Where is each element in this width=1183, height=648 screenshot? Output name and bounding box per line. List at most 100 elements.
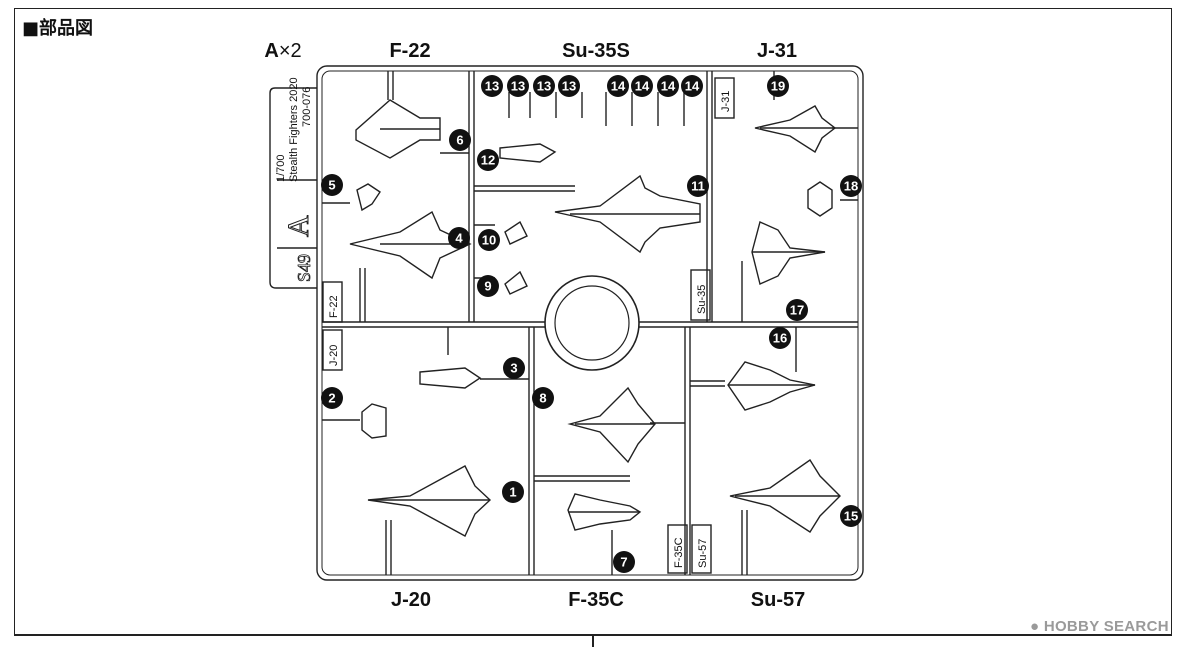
part-number-17: 17 — [786, 299, 808, 321]
svg-text:14: 14 — [685, 79, 700, 94]
part-number-12: 12 — [477, 149, 499, 171]
svg-text:14: 14 — [611, 79, 626, 94]
tab-sub: S49 — [294, 254, 314, 282]
part-number-19: 19 — [767, 75, 789, 97]
label-f35c: F-35C — [568, 589, 624, 611]
part-2-shape — [361, 403, 387, 439]
aircraft-j20 — [367, 465, 492, 537]
label-su35s: Su-35S — [562, 40, 630, 62]
part-number-14: 14 — [681, 75, 703, 97]
part-number-14: 14 — [657, 75, 679, 97]
part-3-shape — [419, 367, 482, 389]
bottom-table-divider — [592, 634, 594, 647]
tag-box-f35c — [667, 524, 688, 574]
part-9-shape — [504, 270, 528, 295]
label-f22: F-22 — [389, 40, 431, 62]
center-ring — [544, 275, 640, 371]
sprue-tag-j20: J-20 — [328, 345, 340, 366]
part-number-15: 15 — [840, 505, 862, 527]
part-number-10: 10 — [478, 229, 500, 251]
part-number-14: 14 — [607, 75, 629, 97]
missiles-row — [508, 92, 685, 126]
svg-text:4: 4 — [455, 231, 463, 246]
svg-text:1: 1 — [509, 485, 516, 500]
section-title: ■部品図 — [22, 18, 94, 39]
watermark: ● HOBBY SEARCH — [1030, 618, 1169, 635]
aircraft-f22 — [355, 99, 441, 159]
svg-text:8: 8 — [539, 391, 546, 406]
label-j20: J-20 — [390, 589, 432, 611]
tab-title: Stealth Fighters 2020 — [288, 77, 300, 182]
tag-box-j31 — [714, 77, 735, 119]
part-number-5: 5 — [321, 174, 343, 196]
sprue-tag-su35: Su-35 — [696, 285, 708, 314]
part-number-9: 9 — [477, 275, 499, 297]
part-number-7: 7 — [613, 551, 635, 573]
svg-text:13: 13 — [511, 79, 525, 94]
aircraft-f35c-b — [567, 493, 642, 531]
sprue-frame — [316, 65, 864, 581]
svg-text:6: 6 — [456, 133, 463, 148]
sprue-tab — [269, 87, 317, 289]
tag-box-su57 — [691, 524, 712, 574]
label-j31: J-31 — [756, 40, 798, 62]
sprue-tag-j31: J-31 — [720, 91, 732, 112]
part-number-13: 13 — [481, 75, 503, 97]
svg-text:13: 13 — [485, 79, 499, 94]
tag-box-su35 — [690, 269, 711, 321]
tag-box-f22 — [322, 281, 343, 323]
aircraft-su57 — [729, 459, 841, 533]
part-number-8: 8 — [532, 387, 554, 409]
part-number-1: 1 — [502, 481, 524, 503]
part-number-13: 13 — [558, 75, 580, 97]
part-number-16: 16 — [769, 327, 791, 349]
part-number-13: 13 — [507, 75, 529, 97]
part-number-18: 18 — [840, 175, 862, 197]
sprue-id: A×2 — [264, 40, 301, 63]
watermark-text: HOBBY SEARCH — [1043, 618, 1169, 635]
part-12-shape — [499, 143, 557, 163]
part-number-13: 13 — [533, 75, 555, 97]
aircraft-f35c — [567, 386, 656, 464]
label-su57: Su-57 — [750, 589, 806, 611]
svg-text:7: 7 — [620, 555, 627, 570]
part-number-4: 4 — [448, 227, 470, 249]
part-10-shape — [504, 220, 528, 245]
aircraft-su35s — [554, 174, 701, 254]
tab-code: 700-076 — [301, 87, 313, 127]
svg-text:14: 14 — [661, 79, 676, 94]
aircraft-j31 — [754, 105, 837, 154]
tab-letter: A — [282, 215, 315, 237]
sprue-tag-su57: Su-57 — [697, 539, 709, 568]
tab-scale: 1/700 — [275, 154, 287, 182]
part-number-6: 6 — [449, 129, 471, 151]
part-number-2: 2 — [321, 387, 343, 409]
svg-text:13: 13 — [537, 79, 551, 94]
sprue-tag-f22: F-22 — [328, 295, 340, 318]
part-number-11: 11 — [687, 175, 709, 197]
svg-text:2: 2 — [328, 391, 335, 406]
svg-text:11: 11 — [691, 179, 705, 194]
svg-text:5: 5 — [328, 178, 335, 193]
sprue-letter: A — [264, 40, 279, 62]
svg-text:12: 12 — [481, 153, 495, 168]
svg-text:17: 17 — [790, 303, 804, 318]
svg-text:13: 13 — [562, 79, 576, 94]
svg-text:19: 19 — [771, 79, 785, 94]
svg-text:15: 15 — [844, 509, 858, 524]
svg-text:16: 16 — [773, 331, 787, 346]
part-number-3: 3 — [503, 357, 525, 379]
svg-text:14: 14 — [635, 79, 650, 94]
svg-text:9: 9 — [484, 279, 491, 294]
sprue-count: ×2 — [278, 40, 302, 62]
aircraft-su35-b — [727, 361, 816, 411]
svg-text:3: 3 — [510, 361, 517, 376]
svg-text:18: 18 — [844, 179, 858, 194]
part-18-shape — [807, 181, 833, 217]
sprue-tag-f35c: F-35C — [673, 537, 685, 568]
part-number-14: 14 — [631, 75, 653, 97]
svg-text:10: 10 — [482, 233, 496, 248]
part-5-shape — [356, 183, 381, 212]
tag-box-j20 — [322, 329, 343, 371]
